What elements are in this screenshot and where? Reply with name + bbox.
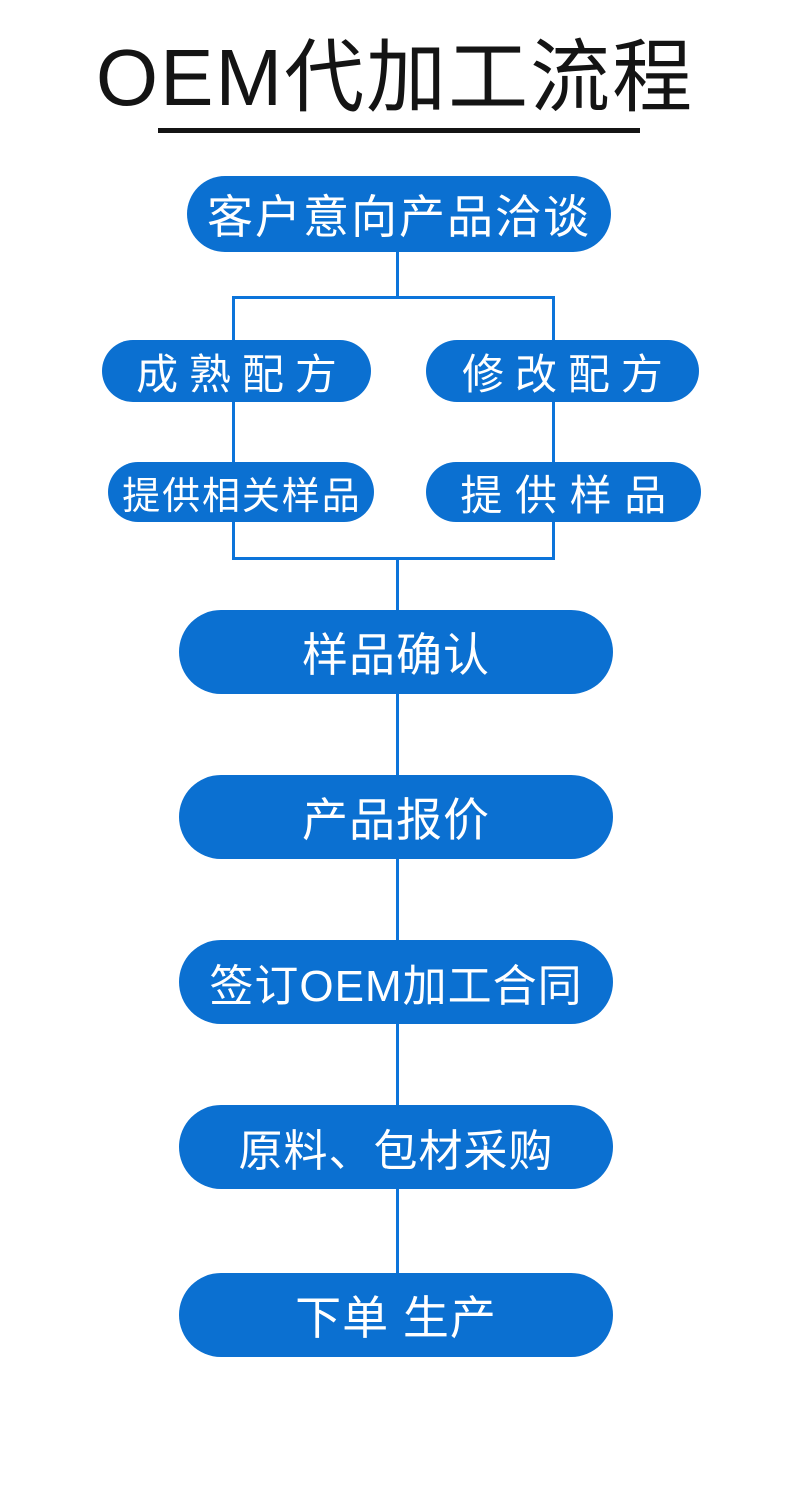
connector-branch-right <box>552 296 555 559</box>
connector-branch-left <box>232 296 235 559</box>
connector-step2-step3 <box>396 858 399 941</box>
connector-merge-down <box>396 558 399 611</box>
node-product-quotation: 产品报价 <box>179 775 613 859</box>
node-mature-formula: 成熟配方 <box>102 340 371 402</box>
node-sign-oem-contract: 签订OEM加工合同 <box>179 940 613 1024</box>
node-provide-related-samples: 提供相关样品 <box>108 462 374 522</box>
node-customer-intent: 客户意向产品洽谈 <box>187 176 611 252</box>
node-order-production: 下单 生产 <box>179 1273 613 1357</box>
node-materials-purchasing: 原料、包材采购 <box>179 1105 613 1189</box>
title-underline <box>158 128 640 133</box>
connector-branch-top <box>232 296 555 299</box>
connector-step1-step2 <box>396 693 399 776</box>
node-sample-confirmation: 样品确认 <box>179 610 613 694</box>
connector-start-down <box>396 251 399 297</box>
connector-step3-step4 <box>396 1023 399 1106</box>
node-provide-samples: 提供样品 <box>426 462 701 522</box>
page-title: OEM代加工流程 <box>95 33 695 122</box>
connector-branch-bottom <box>232 557 555 560</box>
connector-step4-step5 <box>396 1188 399 1274</box>
node-modify-formula: 修改配方 <box>426 340 699 402</box>
